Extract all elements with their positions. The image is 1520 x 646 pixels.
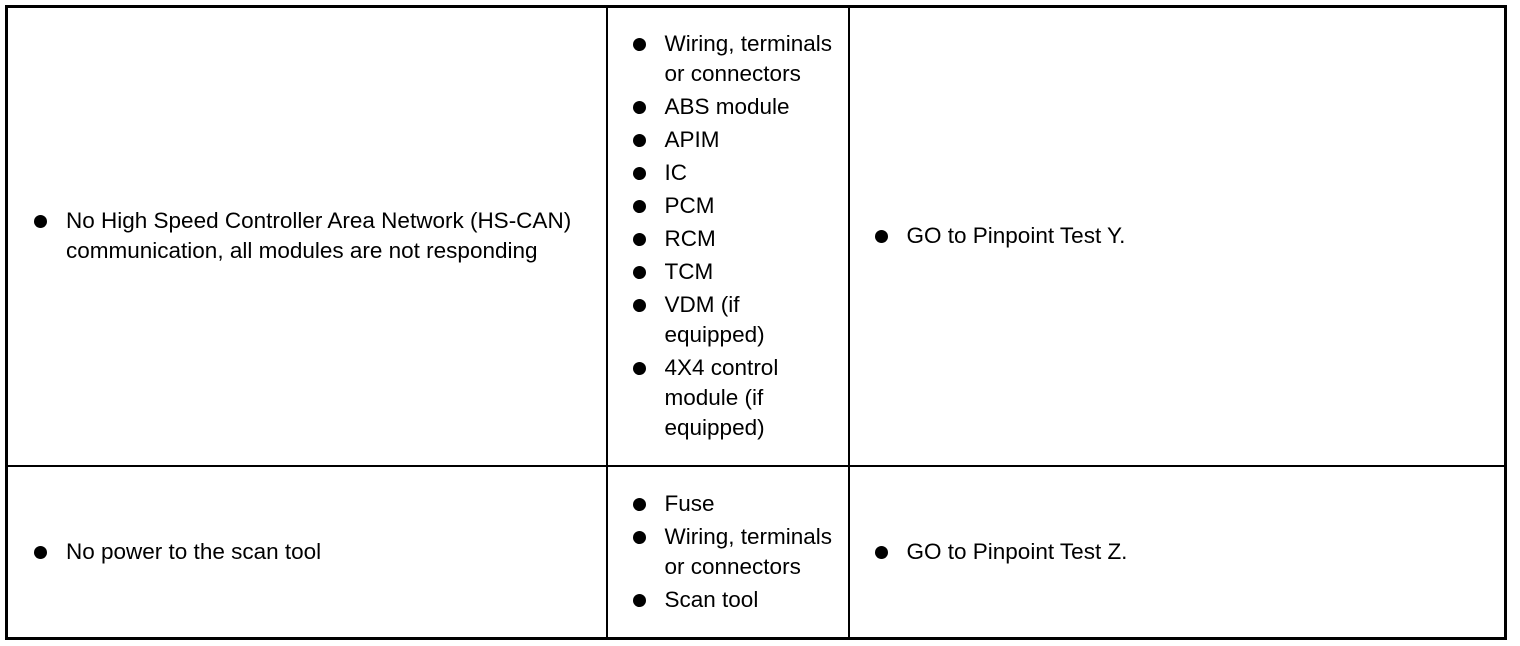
source-text: VDM (if equipped) — [664, 292, 765, 348]
list-item: IC — [608, 158, 848, 188]
source-text: Wiring, terminals or connectors — [664, 31, 833, 87]
list-item: Wiring, terminals or connectors — [608, 522, 848, 582]
bullet-icon — [632, 38, 646, 52]
bullet-icon — [632, 101, 646, 115]
list-item: APIM — [608, 125, 848, 155]
source-text: IC — [664, 160, 688, 186]
action-cell: GO to Pinpoint Test Y. — [847, 5, 1507, 467]
list-item: 4X4 control module (if equipped) — [608, 353, 848, 443]
list-item: RCM — [608, 224, 848, 254]
possible-sources-cell: Fuse Wiring, terminals or connectors Sca… — [605, 464, 850, 640]
source-text: Fuse — [664, 490, 715, 516]
symptom-cell: No power to the scan tool — [5, 464, 608, 640]
list-item: Wiring, terminals or connectors — [608, 29, 848, 89]
list-item: GO to Pinpoint Test Z. — [850, 537, 1505, 567]
bullet-icon — [632, 167, 646, 181]
bullet-icon — [632, 530, 646, 544]
list-item: GO to Pinpoint Test Y. — [850, 221, 1505, 251]
bullet-icon — [34, 545, 47, 559]
bullet-icon — [874, 230, 888, 244]
bullet-icon — [34, 215, 47, 229]
bullet-icon — [874, 545, 888, 559]
list-item: ABS module — [608, 92, 848, 122]
source-text: TCM — [664, 259, 714, 285]
possible-sources-cell: Wiring, terminals or connectors ABS modu… — [605, 5, 850, 467]
list-item: PCM — [608, 191, 848, 221]
source-text: Wiring, terminals or connectors — [664, 523, 833, 579]
source-text: APIM — [664, 127, 720, 153]
bullet-icon — [632, 200, 646, 214]
list-item: No power to the scan tool — [8, 537, 606, 567]
bullet-icon — [632, 362, 646, 376]
bullet-icon — [632, 497, 646, 511]
bullet-icon — [632, 233, 646, 247]
source-text: Scan tool — [664, 586, 759, 612]
source-text: RCM — [664, 226, 716, 252]
source-text: ABS module — [664, 94, 790, 120]
bullet-icon — [632, 593, 646, 607]
bullet-icon — [632, 266, 646, 280]
symptom-text: No power to the scan tool — [66, 538, 322, 564]
action-text: GO to Pinpoint Test Z. — [906, 538, 1128, 564]
list-item: Scan tool — [608, 585, 848, 615]
source-text: PCM — [664, 193, 715, 219]
source-text: 4X4 control module (if equipped) — [664, 355, 779, 441]
diagnostic-table: No High Speed Controller Area Network (H… — [5, 5, 1507, 640]
symptom-text: No High Speed Controller Area Network (H… — [66, 208, 572, 264]
list-item: VDM (if equipped) — [608, 290, 848, 350]
table-row: No High Speed Controller Area Network (H… — [5, 5, 1507, 467]
bullet-icon — [632, 134, 646, 148]
bullet-icon — [632, 299, 646, 313]
list-item: Fuse — [608, 489, 848, 519]
action-text: GO to Pinpoint Test Y. — [906, 223, 1126, 249]
list-item: TCM — [608, 257, 848, 287]
list-item: No High Speed Controller Area Network (H… — [8, 206, 606, 266]
symptom-cell: No High Speed Controller Area Network (H… — [5, 5, 608, 467]
action-cell: GO to Pinpoint Test Z. — [847, 464, 1507, 640]
table-row: No power to the scan tool Fuse Wiring, t… — [5, 464, 1507, 640]
